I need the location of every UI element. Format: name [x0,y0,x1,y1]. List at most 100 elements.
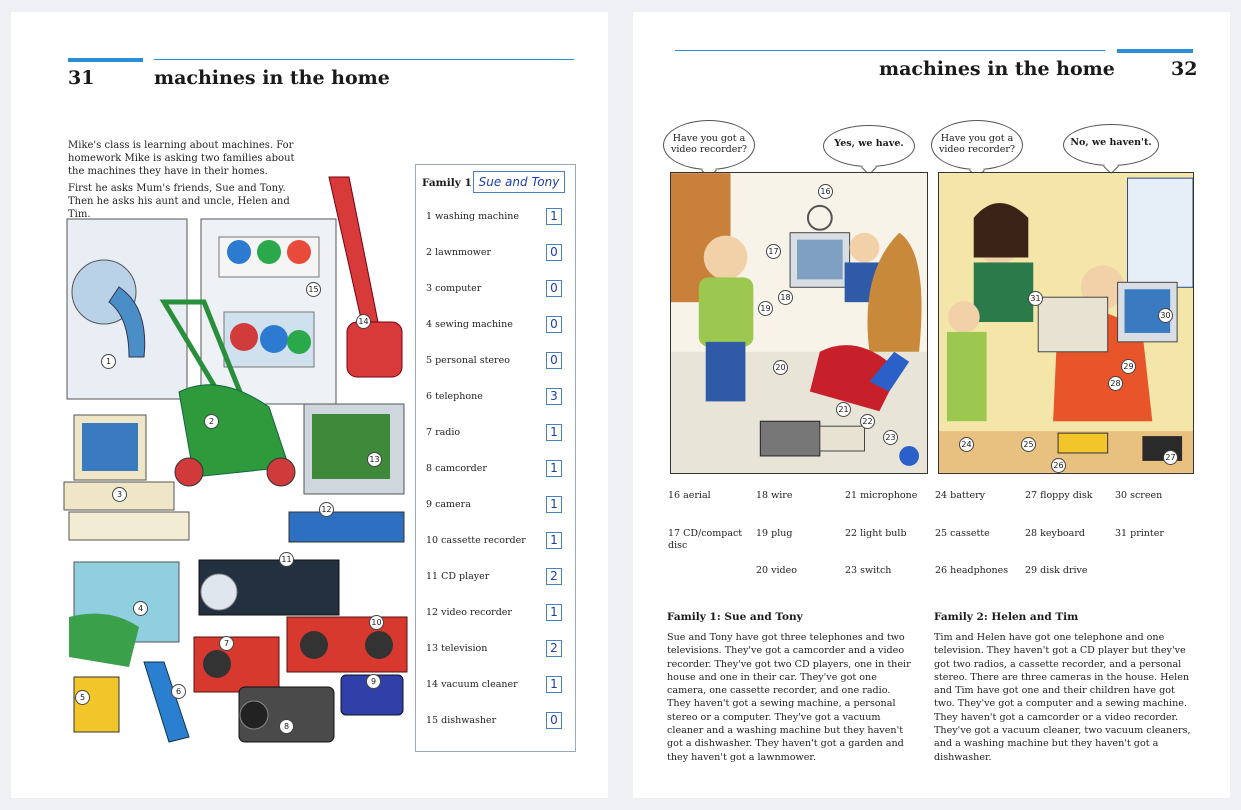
scene-number: 19 [758,301,773,316]
form-row-value[interactable]: 1 [546,532,562,549]
vocab-item: 23 switch [845,565,892,576]
form-row-value[interactable]: 0 [546,244,562,261]
form-row-label: 7 radio [426,427,461,438]
vocab-item: 19 plug [756,528,793,539]
form-row-value[interactable]: 1 [546,496,562,513]
family-2-description: Tim and Helen have got one telephone and… [934,632,1191,763]
scene-number: 24 [959,437,974,452]
form-row-label: 12 video recorder [426,607,512,618]
form-row-label: 13 television [426,643,488,654]
page-title: machines in the home [154,67,390,89]
form-row-label: 6 telephone [426,391,483,402]
vocab-item: 24 battery [935,490,986,501]
vocab-item: 22 light bulb [845,528,907,539]
item-number: 12 [319,502,334,517]
family-1-description: Sue and Tony have got three telephones a… [667,632,911,763]
form-row: 5 personal stereo 0 [426,351,572,371]
scene-number: 21 [836,402,851,417]
form-row: 2 lawnmower 0 [426,243,572,263]
scene-number: 16 [818,184,833,199]
form-row-label: 15 dishwasher [426,715,497,726]
scene-family-2 [938,172,1194,474]
form-row-value[interactable]: 1 [546,604,562,621]
form-row-value[interactable]: 2 [546,568,562,585]
scene-number: 25 [1021,437,1036,452]
item-number: 5 [75,690,90,705]
form-row: 1 washing machine 1 [426,207,572,227]
family-name-field[interactable]: Sue and Tony [473,171,565,193]
vocab-item: 18 wire [756,490,793,501]
speech-bubble-question-1: Have you got a video recorder? [663,120,755,170]
form-row-value[interactable]: 2 [546,640,562,657]
vocab-item: 30 screen [1115,490,1163,501]
intro-paragraph-2: First he asks Mum's friends, Sue and Ton… [68,183,290,220]
form-row: 9 camera 1 [426,495,572,515]
form-row-value[interactable]: 1 [546,460,562,477]
family-1-title: Family 1: Sue and Tony [667,611,803,623]
form-row-value[interactable]: 3 [546,388,562,405]
machines-illustration [63,176,408,743]
form-row: 12 video recorder 1 [426,603,572,623]
page-title: machines in the home [879,58,1115,80]
form-row-label: 14 vacuum cleaner [426,679,518,690]
family-2-title: Family 2: Helen and Tim [934,611,1079,623]
intro-paragraph-1: Mike's class is learning about machines.… [68,140,295,177]
form-row-value[interactable]: 1 [546,208,562,225]
vocab-item: 31 printer [1115,528,1164,539]
vocab-item: 16 aerial [668,490,711,501]
scene-family-1 [670,172,928,474]
item-number: 13 [367,452,382,467]
speech-bubble-question-2: Have you got a video recorder? [931,120,1023,170]
vocab-item: 17 CD/compact disc [668,528,743,551]
form-row-label: 8 camcorder [426,463,487,474]
form-row-label: 4 sewing machine [426,319,513,330]
item-number: 15 [306,282,321,297]
item-number: 2 [204,414,219,429]
form-row: 8 camcorder 1 [426,459,572,479]
vacuum-cleaner-icon [346,321,403,378]
item-number: 4 [133,601,148,616]
header-rule [675,50,1105,51]
camcorder-icon [238,686,335,743]
item-number: 9 [366,674,381,689]
item-number: 1 [101,354,116,369]
scene-number: 20 [773,360,788,375]
vocab-item: 20 video [756,565,797,576]
item-number: 14 [356,314,371,329]
item-number: 7 [219,636,234,651]
item-number: 10 [369,615,384,630]
form-row-value[interactable]: 0 [546,316,562,333]
form-row-value[interactable]: 1 [546,676,562,693]
form-row-label: 11 CD player [426,571,490,582]
form-row: 6 telephone 3 [426,387,572,407]
scene-number: 26 [1051,458,1066,473]
form-row-value[interactable]: 1 [546,424,562,441]
scene-number: 23 [883,430,898,445]
form-row: 3 computer 0 [426,279,572,299]
form-row-value[interactable]: 0 [546,280,562,297]
scene-number: 31 [1028,291,1043,306]
unit-number: 32 [1171,58,1198,80]
vocab-item: 29 disk drive [1025,565,1088,576]
header-rule-thick [1117,49,1193,53]
form-row-label: 10 cassette recorder [426,535,526,546]
vocab-item: 21 microphone [845,490,918,501]
form-row: 14 vacuum cleaner 1 [426,675,572,695]
right-page: machines in the home 32 Have you got a v… [633,12,1230,798]
speech-bubble-answer-1: Yes, we have. [823,125,915,167]
form-row: 13 television 2 [426,639,572,659]
scene-number: 18 [778,290,793,305]
vocab-item: 28 keyboard [1025,528,1085,539]
scene-number: 27 [1163,450,1178,465]
header-rule-thick [68,58,143,62]
vocab-item: 27 floppy disk [1025,490,1093,501]
form-row: 11 CD player 2 [426,567,572,587]
form-row-value[interactable]: 0 [546,352,562,369]
scene-number: 29 [1121,359,1136,374]
form-row: 4 sewing machine 0 [426,315,572,335]
video-recorder-icon [288,511,405,543]
survey-form: Family 1 Sue and Tony 1 washing machine … [415,164,576,752]
item-number: 3 [112,487,127,502]
form-row-value[interactable]: 0 [546,712,562,729]
item-number: 11 [279,552,294,567]
